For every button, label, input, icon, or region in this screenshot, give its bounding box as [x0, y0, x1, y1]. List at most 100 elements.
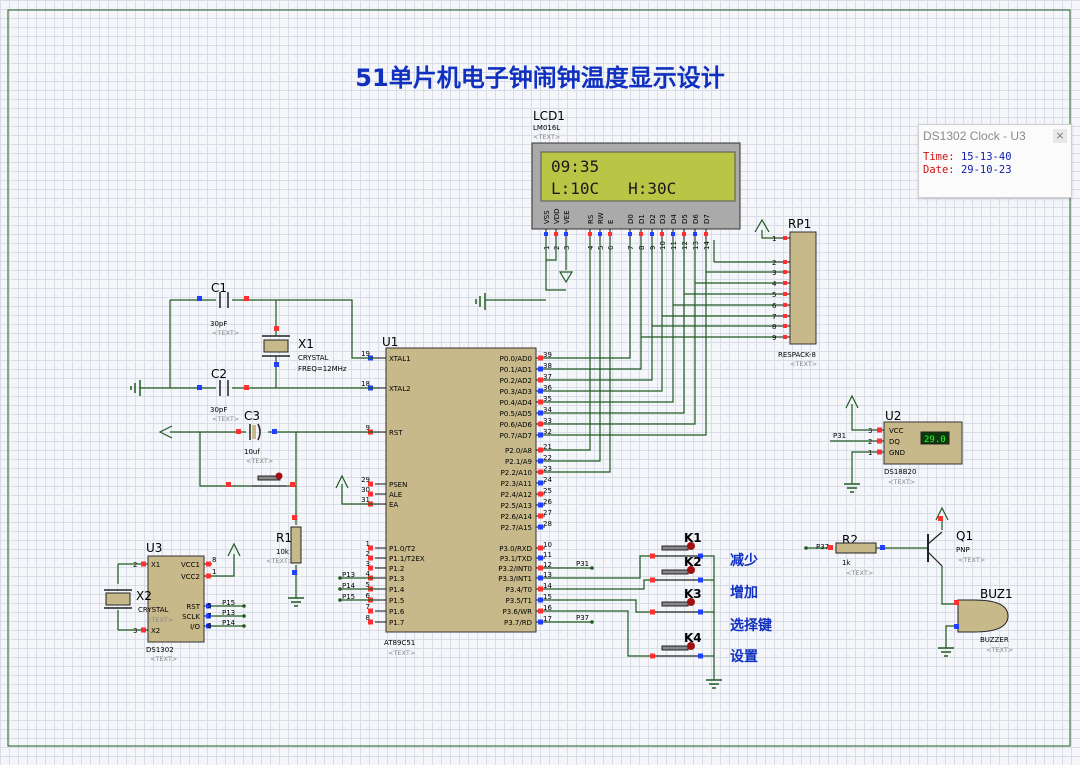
c3-ref: C3	[244, 409, 260, 423]
u2-text-tag: <TEXT>	[888, 478, 915, 486]
u1-pin-number: 14	[543, 582, 552, 590]
u1-pin-number: 9	[366, 424, 370, 432]
c1-capacitor[interactable]: C1 30pF <TEXT>	[197, 281, 249, 337]
r1-resistor[interactable]: R1 10k <TEXT>	[266, 515, 302, 575]
u1-pin-marker	[538, 410, 543, 416]
u1-pin-number: 38	[543, 362, 552, 370]
lcd-pin-number: 1	[543, 246, 551, 250]
u1-net-label: P13	[342, 571, 355, 579]
lcd1-component[interactable]: LCD1 LM016L <TEXT> 09:35 L:10C H:30C VSS…	[531, 109, 741, 250]
u1-pin-number: 15	[543, 593, 552, 601]
u3-model: DS1302	[146, 646, 174, 654]
u1-pin-number: 4	[366, 570, 371, 578]
u1-pin-name: P0.0/AD0	[500, 355, 532, 363]
u1-pin-number: 39	[543, 351, 552, 359]
key-k4-button[interactable]: K4	[650, 631, 703, 659]
u1-pin-marker	[538, 502, 543, 508]
lcd-pin-label: E	[607, 220, 615, 224]
key-wires	[545, 555, 722, 689]
key-k2-button[interactable]: K2	[650, 555, 703, 583]
u3-pin-name: RST	[186, 603, 200, 611]
ea-wires	[335, 474, 375, 505]
u2-pin-number: 2	[868, 438, 872, 446]
u1-pin-marker	[368, 608, 373, 614]
u1-microcontroller[interactable]: U1 19XTAL118XTAL29RST29PSEN30ALE31EA1P1.…	[361, 335, 552, 657]
buz1-ref: BUZ1	[980, 587, 1013, 601]
ground-symbol-left	[130, 380, 141, 396]
rp1-pin-marker	[783, 270, 787, 274]
u3-pin-name: VCC2	[181, 573, 200, 581]
u1-pin-name: P3.5/T1	[506, 597, 532, 605]
u1-pin-name: XTAL2	[389, 385, 411, 393]
x2-crystal[interactable]: X2 CRYSTAL <TEXT>	[104, 589, 173, 624]
u1-pin-marker	[368, 481, 373, 487]
u3-pin-marker	[206, 603, 211, 609]
u3-pin-number: 3	[133, 627, 137, 635]
reset-button[interactable]	[226, 472, 295, 488]
u1-pin-name: P3.7/RD	[504, 619, 532, 627]
key-k1-button[interactable]: K1	[650, 531, 703, 559]
lcd1-ref: LCD1	[533, 109, 565, 123]
u1-pin-number: 16	[543, 604, 552, 612]
u1-pin-name: P3.2/INT0	[498, 565, 532, 573]
buz1-buzzer[interactable]: BUZ1 BUZZER <TEXT>	[954, 587, 1013, 654]
r2-resistor[interactable]: R2 1k <TEXT>	[828, 533, 885, 577]
ds1302-clock-popup[interactable]: DS1302 Clock - U3 × Time: 15-13-40 Date:…	[918, 124, 1072, 198]
u1-pin-name: P0.3/AD3	[500, 388, 532, 396]
u1-pin-marker	[368, 565, 373, 571]
r1-ref: R1	[276, 531, 292, 545]
u1-pin-number: 27	[543, 509, 552, 517]
u1-pin-name: P3.0/RXD	[499, 545, 532, 553]
c2-capacitor[interactable]: C2 30pF <TEXT>	[197, 367, 249, 423]
x1-freq: FREQ=12MHz	[298, 365, 347, 373]
q1-transistor[interactable]: Q1 PNP <TEXT>	[927, 516, 985, 567]
u1-pin-number: 34	[543, 406, 552, 414]
u2-model: DS18B20	[884, 468, 916, 476]
key-knob	[687, 566, 695, 574]
u1-pin-number: 22	[543, 454, 552, 462]
popup-title: DS1302 Clock - U3	[923, 129, 1026, 143]
c2-text-tag: <TEXT>	[212, 415, 239, 423]
lcd-pin-marker	[628, 232, 632, 236]
u1-pin-number: 11	[543, 551, 552, 559]
u1-pin-name: XTAL1	[389, 355, 411, 363]
c3-text-tag: <TEXT>	[246, 457, 273, 465]
c3-capacitor[interactable]: C3 10uf <TEXT>	[236, 409, 277, 465]
lcd1-text-tag: <TEXT>	[533, 133, 560, 141]
key-pin-marker	[698, 553, 703, 559]
lcd1-screen	[540, 151, 736, 202]
u1-net-label: P14	[342, 582, 356, 590]
u3-pin-number: 6	[207, 622, 212, 630]
lcd-pin-marker	[608, 232, 612, 236]
u1-pin-name: RST	[389, 429, 403, 437]
popup-close-icon[interactable]: ×	[1053, 129, 1067, 143]
x1-ref: X1	[298, 337, 314, 351]
lcd-pin-marker	[588, 232, 592, 236]
u1-pin-name: P3.3/INT1	[498, 575, 532, 583]
u1-pin-marker	[538, 597, 543, 603]
u1-pin-name: P2.1/A9	[505, 458, 532, 466]
u1-pin-number: 24	[543, 476, 552, 484]
key-ref: K1	[684, 531, 702, 545]
rp1-pin-marker	[783, 260, 787, 264]
rp1-pin-number: 8	[772, 323, 776, 331]
u1-pin-number: 18	[361, 380, 370, 388]
lcd-pin-label: RW	[597, 212, 605, 224]
u1-pin-name: P2.0/A8	[505, 447, 532, 455]
key-pin-marker	[650, 609, 655, 615]
key-function-label: 设置	[730, 648, 758, 665]
u1-pin-name: P3.4/T0	[506, 586, 532, 594]
x1-crystal[interactable]: X1 CRYSTAL FREQ=12MHz	[262, 326, 347, 373]
rp1-pin-marker	[783, 281, 787, 285]
lcd-pin-label: RS	[587, 214, 595, 224]
key-k3-button[interactable]: K3	[650, 587, 703, 615]
u3-net-label: P13	[222, 609, 235, 617]
u3-pin-name: SCLK	[182, 613, 200, 621]
